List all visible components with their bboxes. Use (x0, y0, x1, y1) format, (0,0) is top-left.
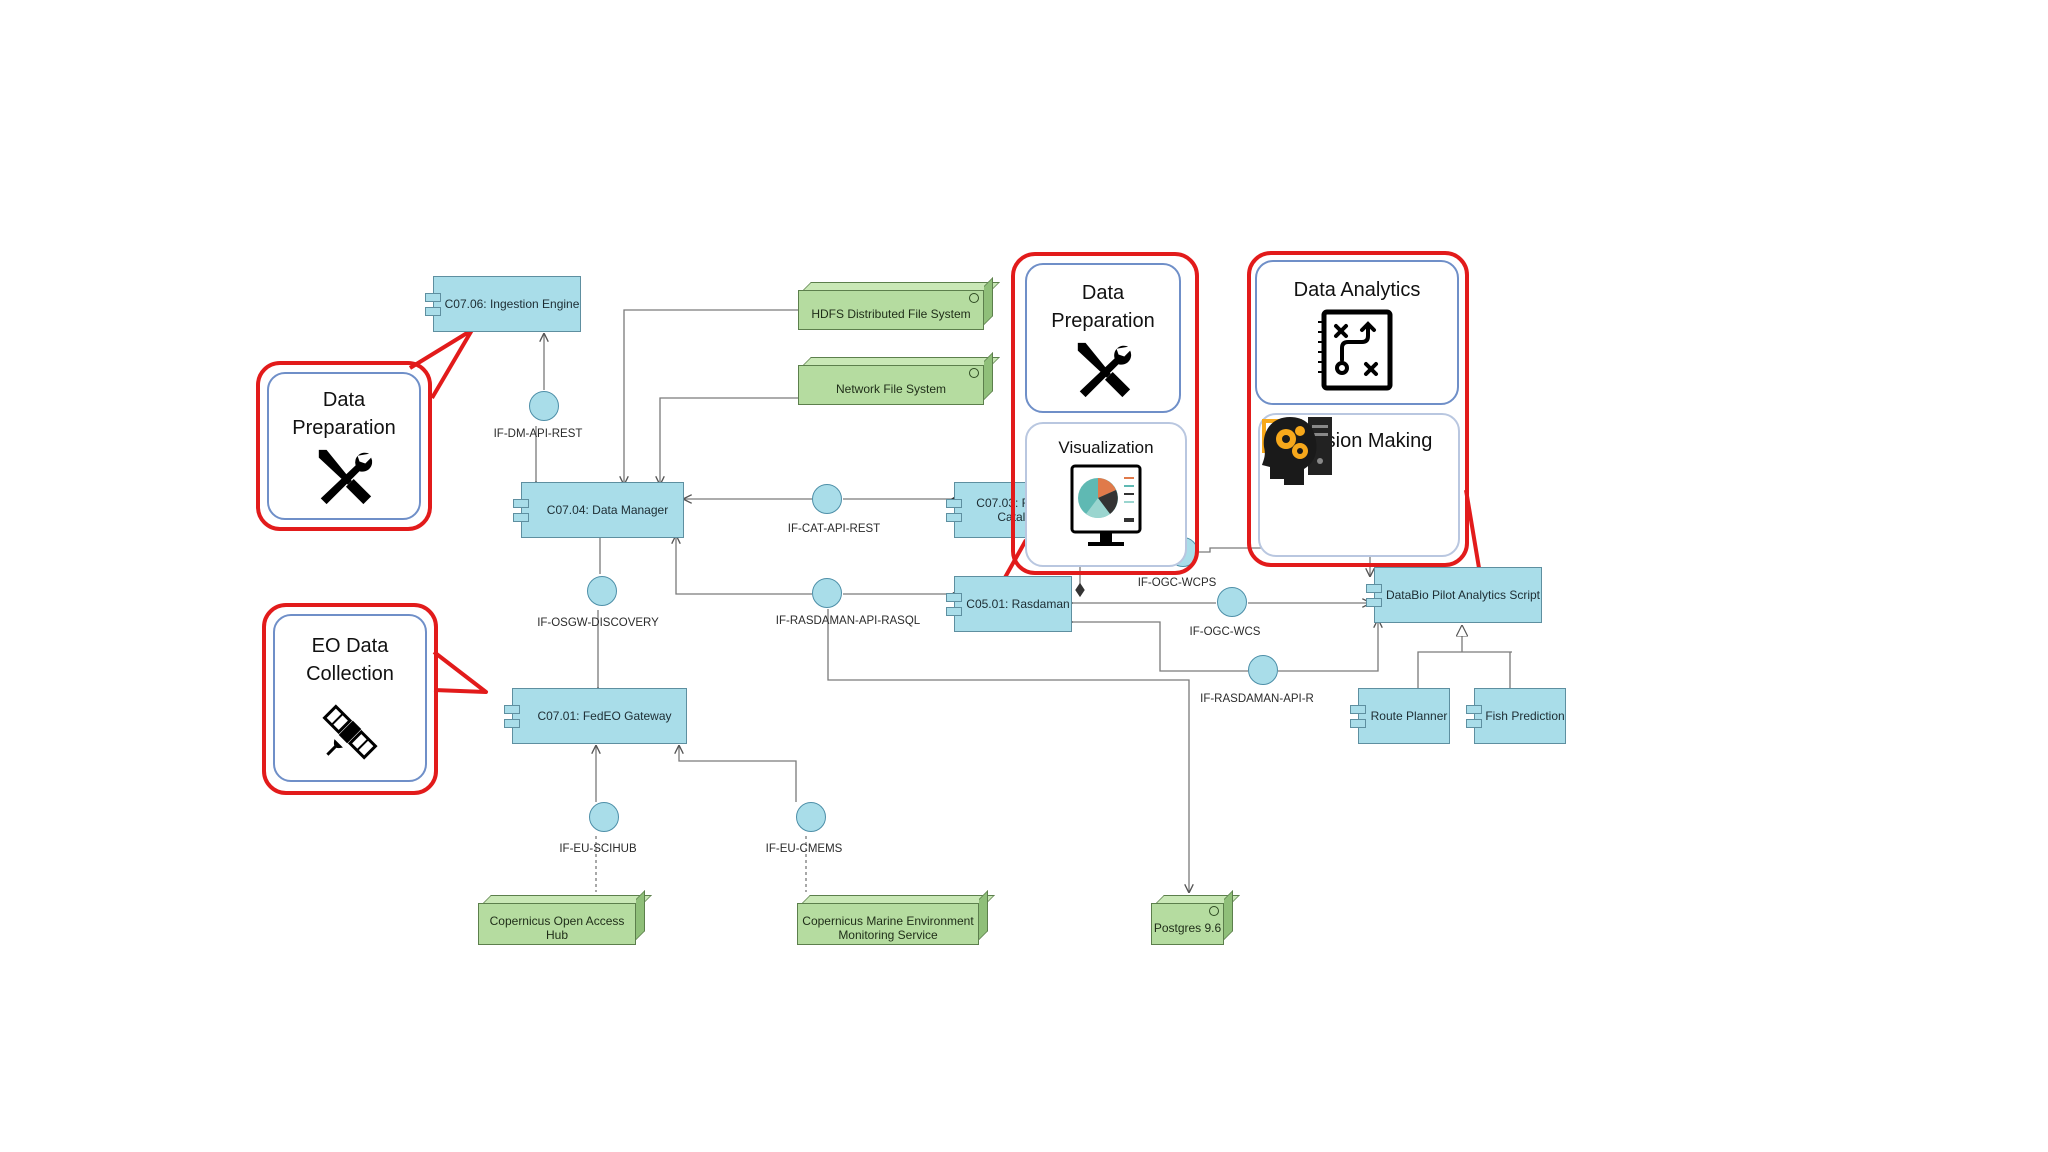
hdfs-label: HDFS Distributed File System (811, 306, 971, 321)
if-eu-scihub-circle[interactable] (589, 802, 619, 832)
ingestion-engine-component[interactable]: C07.06: Ingestion Engine (425, 276, 581, 332)
hdfs-node[interactable]: HDFS Distributed File System (798, 277, 1000, 330)
copernicus-hub-node[interactable]: Copernicus Open Access Hub (478, 890, 652, 945)
edge-nfs-datamanager (660, 397, 798, 484)
edge-route-databio (1417, 626, 1512, 688)
callout-pointer-eo (432, 650, 488, 694)
if-rasdaman-r-circle[interactable] (1248, 655, 1278, 685)
analytics-decision-highlight (1247, 251, 1469, 567)
if-rasdaman-rasql-label: IF-RASDAMAN-API-RASQL (775, 615, 921, 627)
edge-hdfs-datamanager (624, 309, 798, 484)
fish-prediction-component[interactable]: Fish Prediction (1466, 688, 1566, 744)
edge-cmems-gateway (679, 746, 797, 802)
edge-rasr-databio (1278, 620, 1378, 672)
data-prep-left-highlight (256, 361, 432, 531)
brain-gears-icon (1262, 417, 1317, 485)
visualization-title: Visualization (1058, 438, 1154, 457)
if-rasdaman-r-label: IF-RASDAMAN-API-R (1200, 693, 1314, 705)
eo-collection-card: EO Data Collection (273, 614, 427, 782)
fedeo-gateway-label: C07.01: FedEO Gateway (537, 708, 672, 723)
fedeo-gateway-component[interactable]: C07.01: FedEO Gateway (504, 688, 687, 744)
if-cat-api-rest-label: IF-CAT-API-REST (787, 523, 881, 535)
if-eu-scihub-label: IF-EU-SCIHUB (559, 843, 637, 855)
if-rasdaman-rasql-circle[interactable] (812, 578, 842, 608)
strategy-board-icon (1318, 309, 1393, 391)
if-osgw-discovery-label: IF-OSGW-DISCOVERY (537, 617, 659, 629)
postgres-label: Postgres 9.6 (1153, 920, 1222, 935)
data-manager-label: C07.04: Data Manager (546, 502, 669, 517)
node-ring-icon (969, 368, 979, 378)
if-dm-api-rest-label: IF-DM-API-REST (493, 428, 583, 440)
if-ogc-wcps-label: IF-OGC-WCPS (1137, 577, 1217, 589)
data-prep-left-card: Data Preparation (267, 372, 421, 520)
ingestion-engine-label: C07.06: Ingestion Engine (444, 296, 580, 311)
nfs-node[interactable]: Network File System (798, 352, 1000, 405)
data-analytics-title: Data Analytics (1293, 279, 1421, 301)
data-prep-left-title: Data Preparation (292, 389, 396, 439)
eo-collection-highlight (262, 603, 438, 795)
node-ring-icon (1209, 906, 1219, 916)
if-osgw-discovery-circle[interactable] (587, 576, 617, 606)
edge-rasql-postgres (827, 609, 1189, 892)
if-cat-api-rest-circle[interactable] (812, 484, 842, 514)
pie-chart-monitor-icon (1070, 464, 1142, 546)
data-prep-top-title: Data Preparation (1051, 282, 1155, 332)
decision-making-card: Decision Making (1258, 413, 1460, 557)
postgres-node[interactable]: Postgres 9.6 (1151, 890, 1240, 945)
tools-icon (1077, 342, 1132, 398)
if-dm-api-rest-circle[interactable] (529, 391, 559, 421)
eo-collection-title: EO Data Collection (306, 635, 394, 685)
cmems-label: Copernicus Marine Environment Monitoring… (802, 913, 974, 942)
node-ring-icon (969, 293, 979, 303)
if-eu-cmems-circle[interactable] (796, 802, 826, 832)
edge-rasr-rasdaman (1058, 617, 1248, 672)
tools-icon (318, 449, 373, 505)
rasdaman-component[interactable]: C05.01: Rasdaman (946, 576, 1072, 632)
if-ogc-wcs-circle[interactable] (1217, 587, 1247, 617)
nfs-label: Network File System (835, 381, 947, 396)
edge-wcps-databio (1198, 547, 1370, 576)
satellite-icon (322, 704, 378, 760)
fish-prediction-label: Fish Prediction (1485, 708, 1565, 723)
edge-rasql-datamanager (676, 536, 812, 595)
rasdaman-label: C05.01: Rasdaman (966, 596, 1070, 611)
data-prep-top-card: Data Preparation (1025, 263, 1181, 413)
route-planner-component[interactable]: Route Planner (1350, 688, 1450, 744)
databio-script-component[interactable]: DataBio Pilot Analytics Script (1366, 567, 1542, 623)
visualization-card: Visualization (1025, 422, 1187, 567)
databio-script-label: DataBio Pilot Analytics Script (1385, 587, 1541, 602)
data-manager-component[interactable]: C07.04: Data Manager (513, 482, 684, 538)
copernicus-hub-label: Copernicus Open Access Hub (489, 913, 625, 942)
cmems-node[interactable]: Copernicus Marine Environment Monitoring… (797, 890, 995, 945)
data-analytics-card: Data Analytics (1255, 260, 1459, 405)
if-ogc-wcs-label: IF-OGC-WCS (1189, 626, 1261, 638)
if-eu-cmems-label: IF-EU-CMEMS (765, 843, 843, 855)
route-planner-label: Route Planner (1370, 708, 1448, 723)
data-prep-visualization-highlight (1011, 252, 1199, 575)
